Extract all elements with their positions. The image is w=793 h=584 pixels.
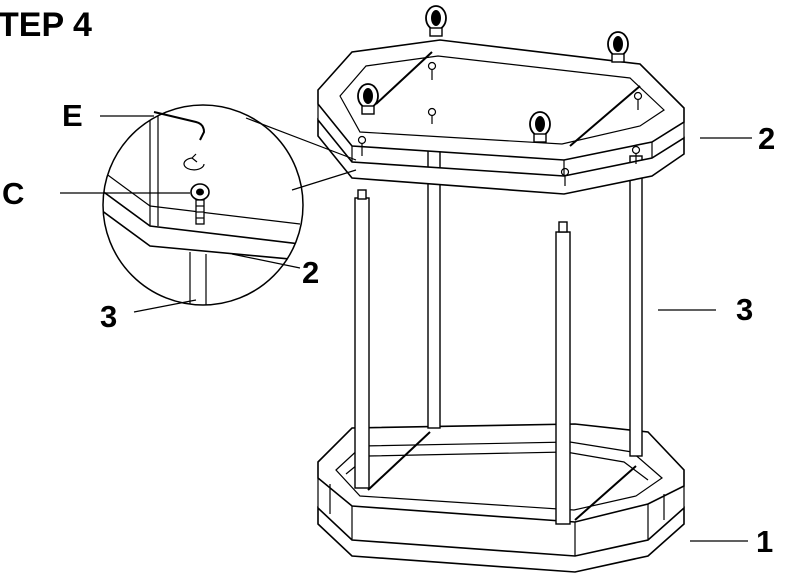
- label-hex-key-e: E: [62, 98, 83, 133]
- base-frame: [317, 423, 685, 573]
- label-detail-frame-2: 2: [302, 255, 319, 290]
- label-detail-post-3: 3: [100, 299, 117, 334]
- label-post-3: 3: [736, 292, 753, 327]
- allen-key-icon: [153, 111, 206, 141]
- bolt-icon: [357, 61, 643, 186]
- caster-wheel-icon: [425, 5, 447, 37]
- caster-wheel-icon: [529, 111, 551, 143]
- leader-lines: [60, 115, 752, 542]
- posts: [354, 131, 643, 525]
- bolt-icon: [190, 183, 210, 225]
- top-frame: [317, 39, 685, 195]
- label-bolt-c: C: [2, 176, 24, 211]
- label-top-frame-2: 2: [758, 121, 775, 156]
- caster-wheel-icon: [607, 31, 629, 63]
- caster-wheel-icon: [357, 83, 379, 115]
- step-title: TEP 4: [0, 6, 92, 44]
- rotate-arrow-icon: [183, 153, 205, 171]
- label-base-1: 1: [756, 524, 773, 559]
- caster-wheels: [357, 5, 629, 143]
